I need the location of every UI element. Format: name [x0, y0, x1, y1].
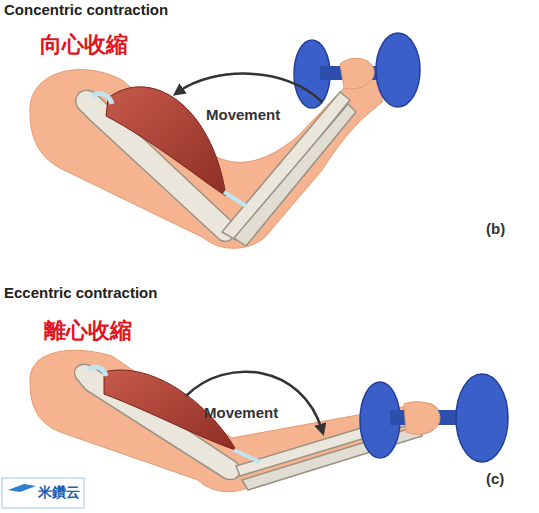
movement-label: Movement — [204, 404, 278, 421]
panel-heading: Concentric contraction — [4, 1, 168, 18]
eccentric-arm — [30, 350, 508, 491]
chinese-heading: 向心收縮 — [38, 30, 130, 60]
movement-label: Movement — [206, 106, 280, 123]
watermark: 米鑽云 — [38, 484, 80, 502]
chinese-heading: 離心收縮 — [42, 316, 134, 346]
watermark-logo — [2, 478, 84, 508]
panel-heading: Eccentric contraction — [4, 284, 157, 301]
concentric-arm — [30, 33, 420, 248]
panel-letter: (b) — [486, 220, 505, 237]
panel-letter: (c) — [486, 470, 504, 487]
